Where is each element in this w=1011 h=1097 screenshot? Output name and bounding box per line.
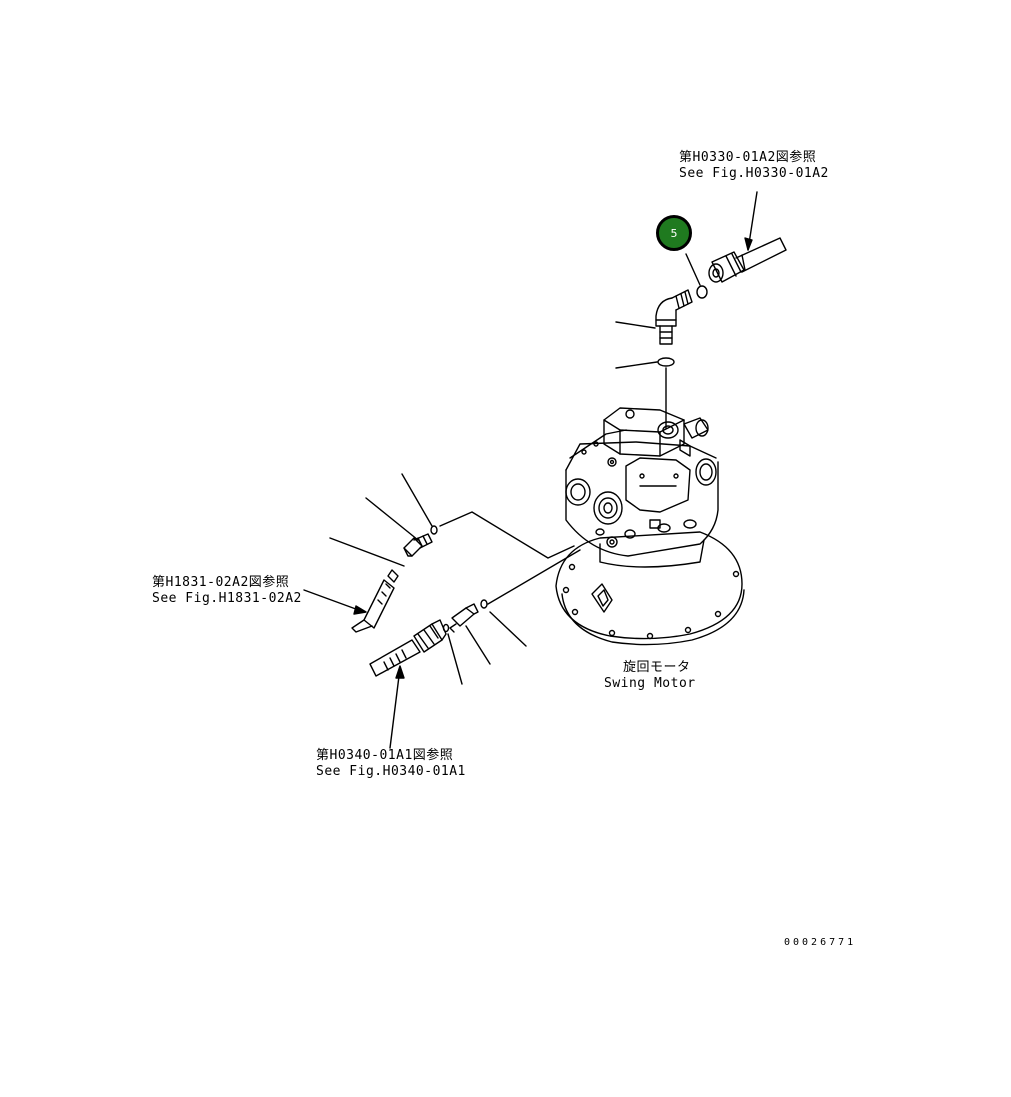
leader-fitting-upper-2 xyxy=(329,537,405,567)
o-ring-5 xyxy=(696,285,708,299)
leader-o-ring-lower-1 xyxy=(489,611,527,647)
o-ring-lower-1 xyxy=(480,599,488,609)
ref-h0330-en: See Fig.H0330-01A2 xyxy=(679,166,829,181)
routing-line-lower xyxy=(487,549,581,605)
leader-callout xyxy=(685,253,701,286)
ref-h1831-jp: 第H1831-02A2図参照 xyxy=(152,575,290,590)
motor-label: 旋回モータ Swing Motor xyxy=(604,660,696,692)
ref-h0330-jp: 第H0330-01A2図参照 xyxy=(679,150,817,165)
ref-h0330-label: 第H0330-01A2図参照 See Fig.H0330-01A2 xyxy=(679,150,829,182)
leader-h1831 xyxy=(303,589,365,613)
motor-label-en: Swing Motor xyxy=(604,676,696,691)
arrow-h0330 xyxy=(744,237,753,251)
leader-elbow xyxy=(615,321,656,329)
o-ring-upper xyxy=(430,525,438,535)
swing-motor-body xyxy=(555,407,745,646)
leader-fitting-lower xyxy=(465,625,491,665)
leader-o-ring-lower-2 xyxy=(447,633,463,685)
callout-5-marker[interactable]: 5 xyxy=(656,215,692,251)
motor-label-jp: 旋回モータ xyxy=(623,660,691,675)
leader-o-ring xyxy=(615,361,658,369)
elbow-fitting xyxy=(655,289,693,345)
hose-h0340 xyxy=(369,619,447,677)
leader-o-ring-upper xyxy=(401,473,433,527)
ref-h0340-jp: 第H0340-01A1図参照 xyxy=(316,748,454,763)
o-ring-elbow xyxy=(657,357,675,367)
fitting-left-upper xyxy=(403,533,433,557)
ref-h1831-en: See Fig.H1831-02A2 xyxy=(152,591,302,606)
drawing-code: 00026771 xyxy=(784,937,857,948)
ref-h1831-label: 第H1831-02A2図参照 See Fig.H1831-02A2 xyxy=(152,575,302,607)
ref-h0340-en: See Fig.H0340-01A1 xyxy=(316,764,466,779)
arrow-h1831 xyxy=(353,605,367,615)
leader-h0340 xyxy=(389,667,401,749)
arrow-h0340 xyxy=(395,665,405,679)
callout-5-number: 5 xyxy=(670,226,678,240)
ref-h0340-label: 第H0340-01A1図参照 See Fig.H0340-01A1 xyxy=(316,748,466,780)
leader-fitting-upper xyxy=(365,497,419,541)
fitting-lower xyxy=(449,603,479,633)
routing-line-upper xyxy=(439,511,575,559)
hose-h1831 xyxy=(351,569,399,633)
hose-top-right xyxy=(708,237,787,283)
